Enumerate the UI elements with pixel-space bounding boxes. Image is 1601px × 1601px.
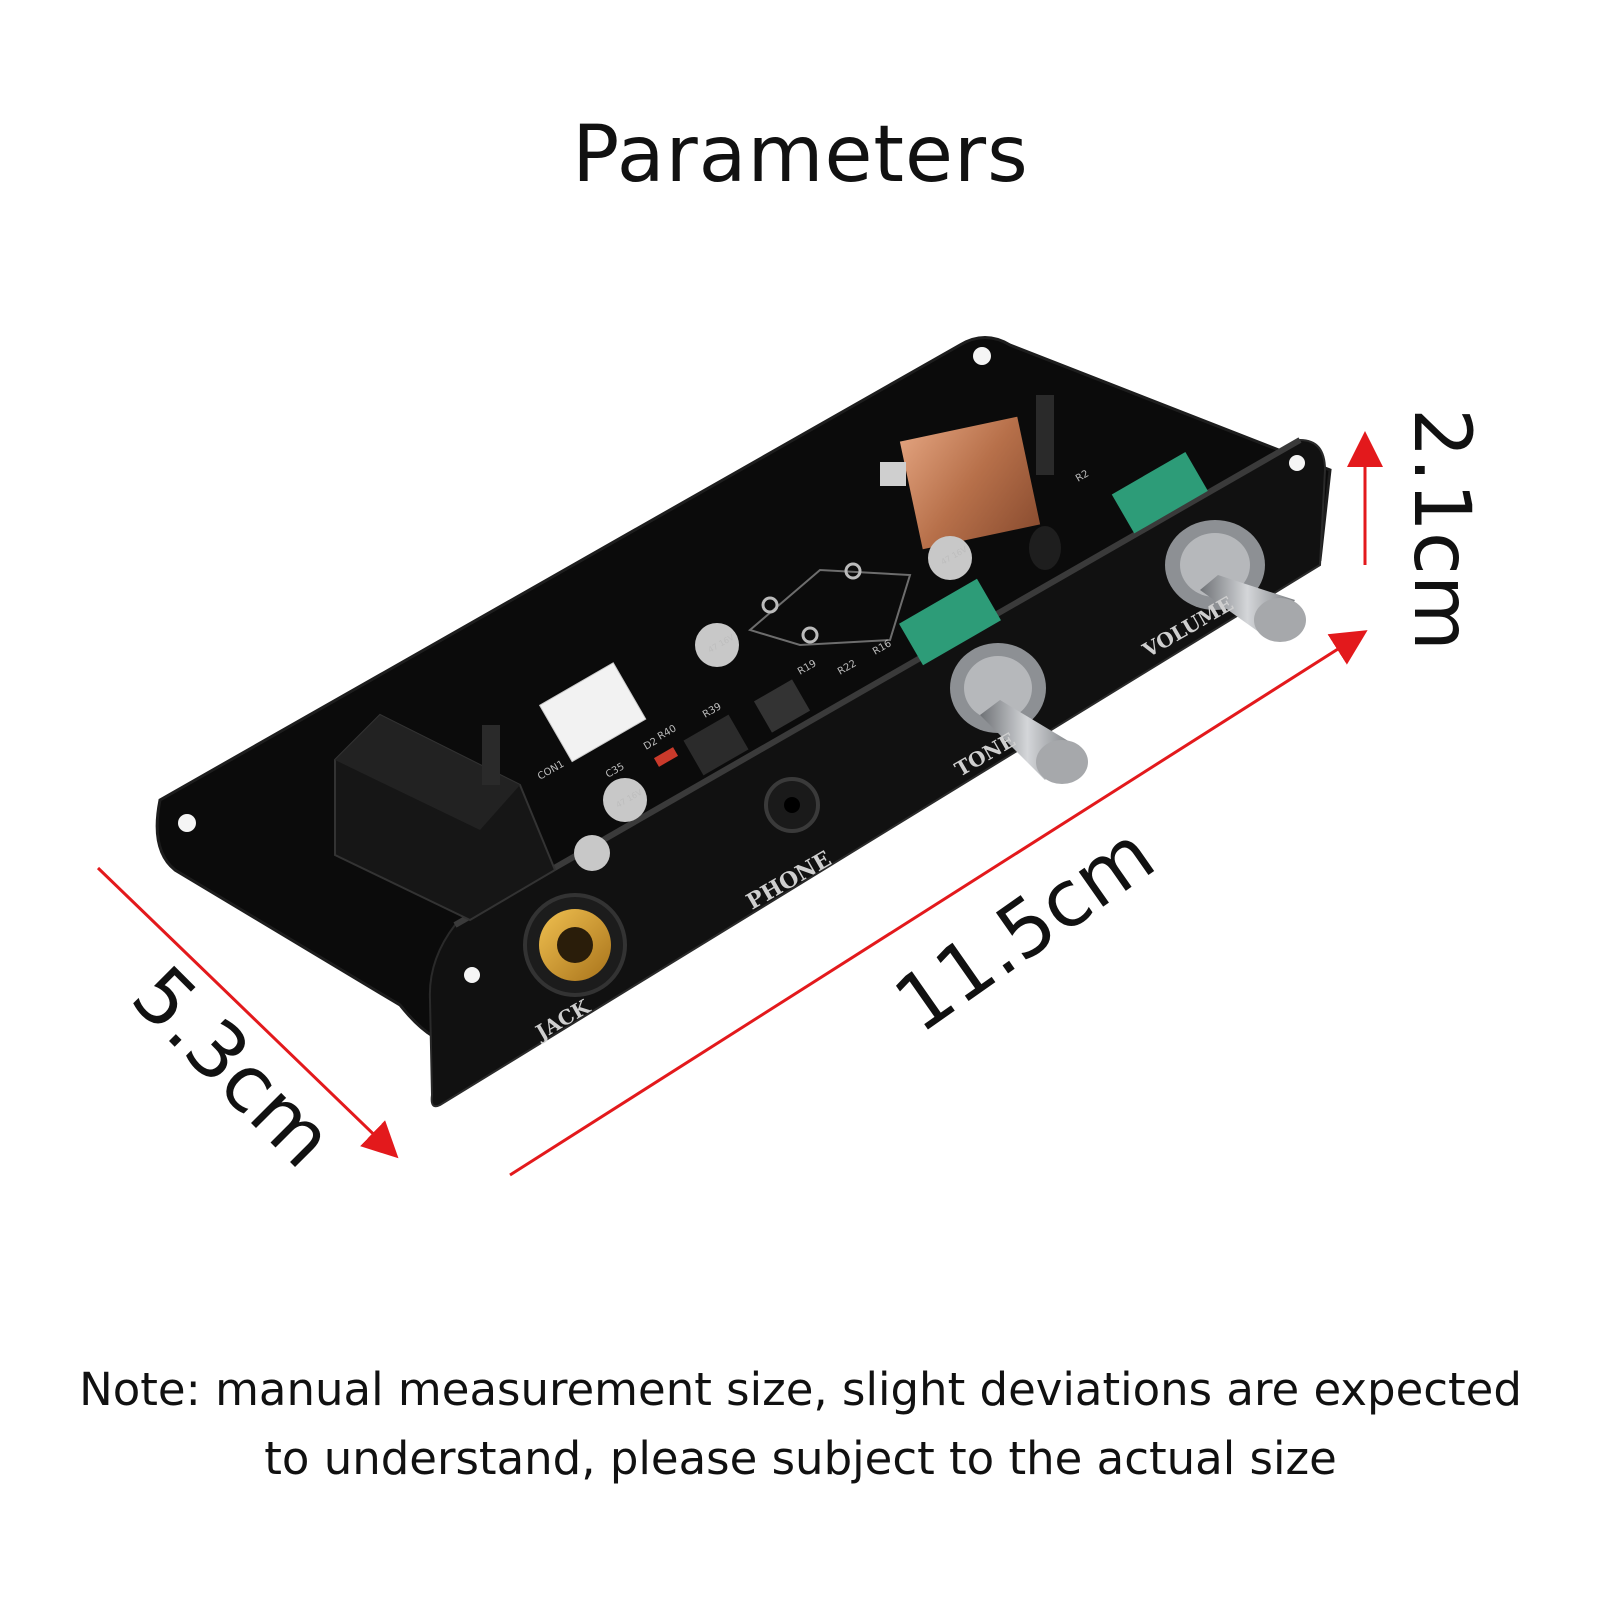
transistor [1029, 526, 1061, 570]
green-terminal [899, 578, 1001, 666]
width-arrow [96, 866, 399, 1159]
page-title: Parameters [572, 110, 1029, 200]
front-panel [428, 438, 1327, 1108]
mount-hole [973, 347, 991, 365]
volume-knob [1165, 520, 1306, 642]
capacitor [928, 536, 972, 580]
length-label: 11.5cm [879, 809, 1170, 1051]
ic-chip [753, 679, 811, 733]
white-connector [538, 662, 647, 763]
note-line-1: Note: manual measurement size, slight de… [79, 1363, 1522, 1416]
capacitor [695, 623, 739, 667]
length-arrow [509, 630, 1368, 1177]
pcb-board [155, 336, 1332, 1045]
mount-hole [464, 967, 480, 983]
capacitor [603, 778, 647, 822]
mount-hole [178, 814, 196, 832]
capacitor [574, 835, 610, 871]
note-line-2: to understand, please subject to the act… [264, 1432, 1337, 1485]
mount-hole [1289, 455, 1305, 471]
width-label: 5.3cm [115, 950, 350, 1185]
switch-component [683, 714, 749, 776]
tone-knob [950, 643, 1088, 784]
red-diode [653, 747, 679, 767]
height-label: 2.1cm [1396, 408, 1486, 651]
screw [482, 725, 500, 785]
screw [1036, 395, 1054, 475]
green-terminal [1111, 451, 1208, 534]
copper-module [899, 416, 1041, 550]
